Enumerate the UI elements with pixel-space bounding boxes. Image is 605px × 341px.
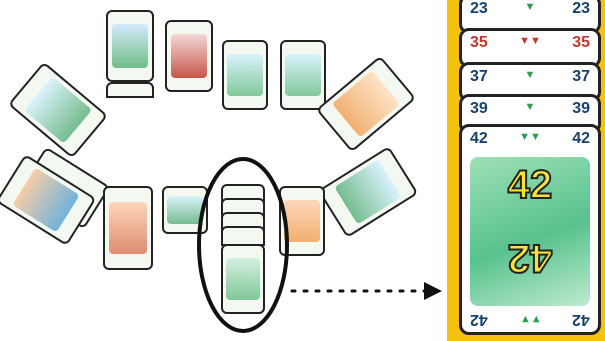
card-value-bottom: 42 xyxy=(572,310,590,328)
card-value: 23 xyxy=(572,0,590,18)
zoomed-card-stack: 23 ▼ 23 35 ▼▼ 35 37 ▼ 37 39 ▼ 39 xyxy=(459,0,601,341)
card-mark-bottom: ▼▼ xyxy=(520,313,542,325)
card-value: 35 xyxy=(572,34,590,52)
card-art-panel: 42 42 xyxy=(470,157,590,306)
card-value: 37 xyxy=(572,68,590,86)
big-value: 42 xyxy=(470,163,590,208)
card-value: 39 xyxy=(572,100,590,118)
zoom-panel: 23 ▼ 23 35 ▼▼ 35 37 ▼ 37 39 ▼ 39 xyxy=(447,0,605,341)
big-value-inverted: 42 xyxy=(470,235,590,280)
zoom-card-front: 42 ▼▼ 42 42 42 42 ▼▼ 42 xyxy=(459,124,601,335)
card-value: 42 xyxy=(572,130,590,148)
card-value-bottom: 42 xyxy=(470,310,488,328)
ellipse-highlight xyxy=(199,159,287,331)
dotted-arrow-right-icon xyxy=(292,282,442,300)
